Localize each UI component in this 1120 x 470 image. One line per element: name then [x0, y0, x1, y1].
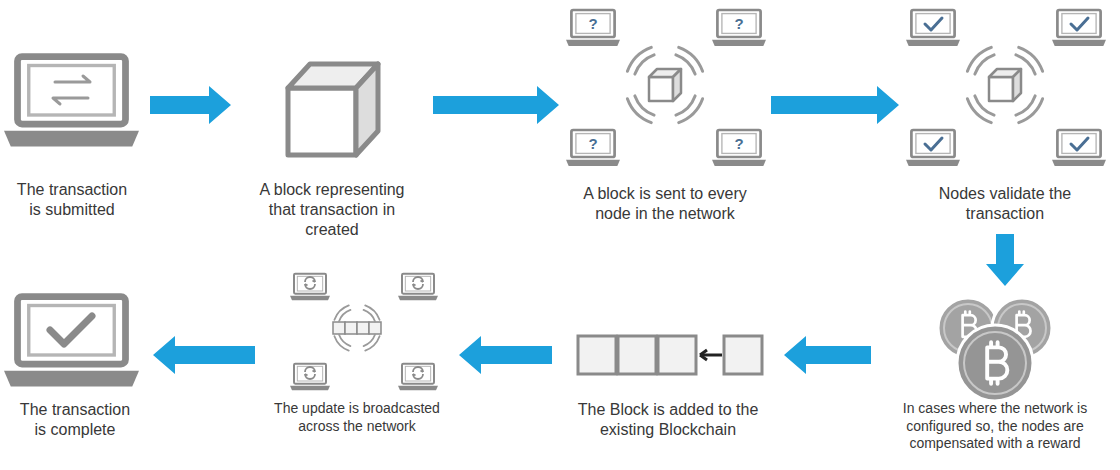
flow-arrow — [771, 86, 899, 124]
step-caption: In cases where the network is configured… — [879, 400, 1111, 453]
flow-arrow — [459, 336, 552, 374]
step-node: A block is sent to every node in the net… — [565, 4, 765, 228]
step-node: Nodes validate the transaction — [905, 4, 1105, 228]
screen-symbol: ? — [583, 16, 603, 31]
flow-arrow — [153, 336, 255, 374]
step-node: The update is broadcasted across the net… — [261, 268, 453, 439]
broadcast-icon — [290, 274, 438, 391]
network-icon — [906, 10, 1106, 166]
coin-icon — [938, 298, 1052, 401]
step-caption: The transaction is complete — [13, 400, 138, 440]
screen-symbol: ? — [583, 136, 603, 151]
flow-arrow — [433, 86, 559, 124]
flow-arrow — [150, 86, 231, 124]
step-node: In cases where the network is configured… — [877, 292, 1113, 457]
network-icon — [566, 10, 766, 166]
laptop-icon — [4, 57, 139, 147]
screen-symbol: ? — [729, 136, 749, 151]
step-caption: The update is broadcasted across the net… — [263, 400, 451, 435]
step-node: A block representing that transaction in… — [237, 56, 427, 244]
step-node: The Block is added to the existing Block… — [558, 326, 778, 444]
step-caption: The Block is added to the existing Block… — [561, 400, 776, 440]
block-icon — [288, 64, 378, 155]
laptop-icon — [4, 297, 139, 387]
flow-arrow — [986, 234, 1024, 286]
chain-icon — [578, 336, 762, 374]
flow-arrow — [784, 336, 871, 374]
step-node: The transaction is submitted — [0, 60, 144, 224]
step-caption: The transaction is submitted — [10, 180, 135, 220]
screen-symbol: ? — [729, 16, 749, 31]
step-node: The transaction is complete — [3, 290, 147, 444]
step-caption: A block is sent to every node in the net… — [581, 184, 749, 224]
step-caption: Nodes validate the transaction — [920, 184, 1090, 224]
step-caption: A block representing that transaction in… — [245, 180, 420, 240]
